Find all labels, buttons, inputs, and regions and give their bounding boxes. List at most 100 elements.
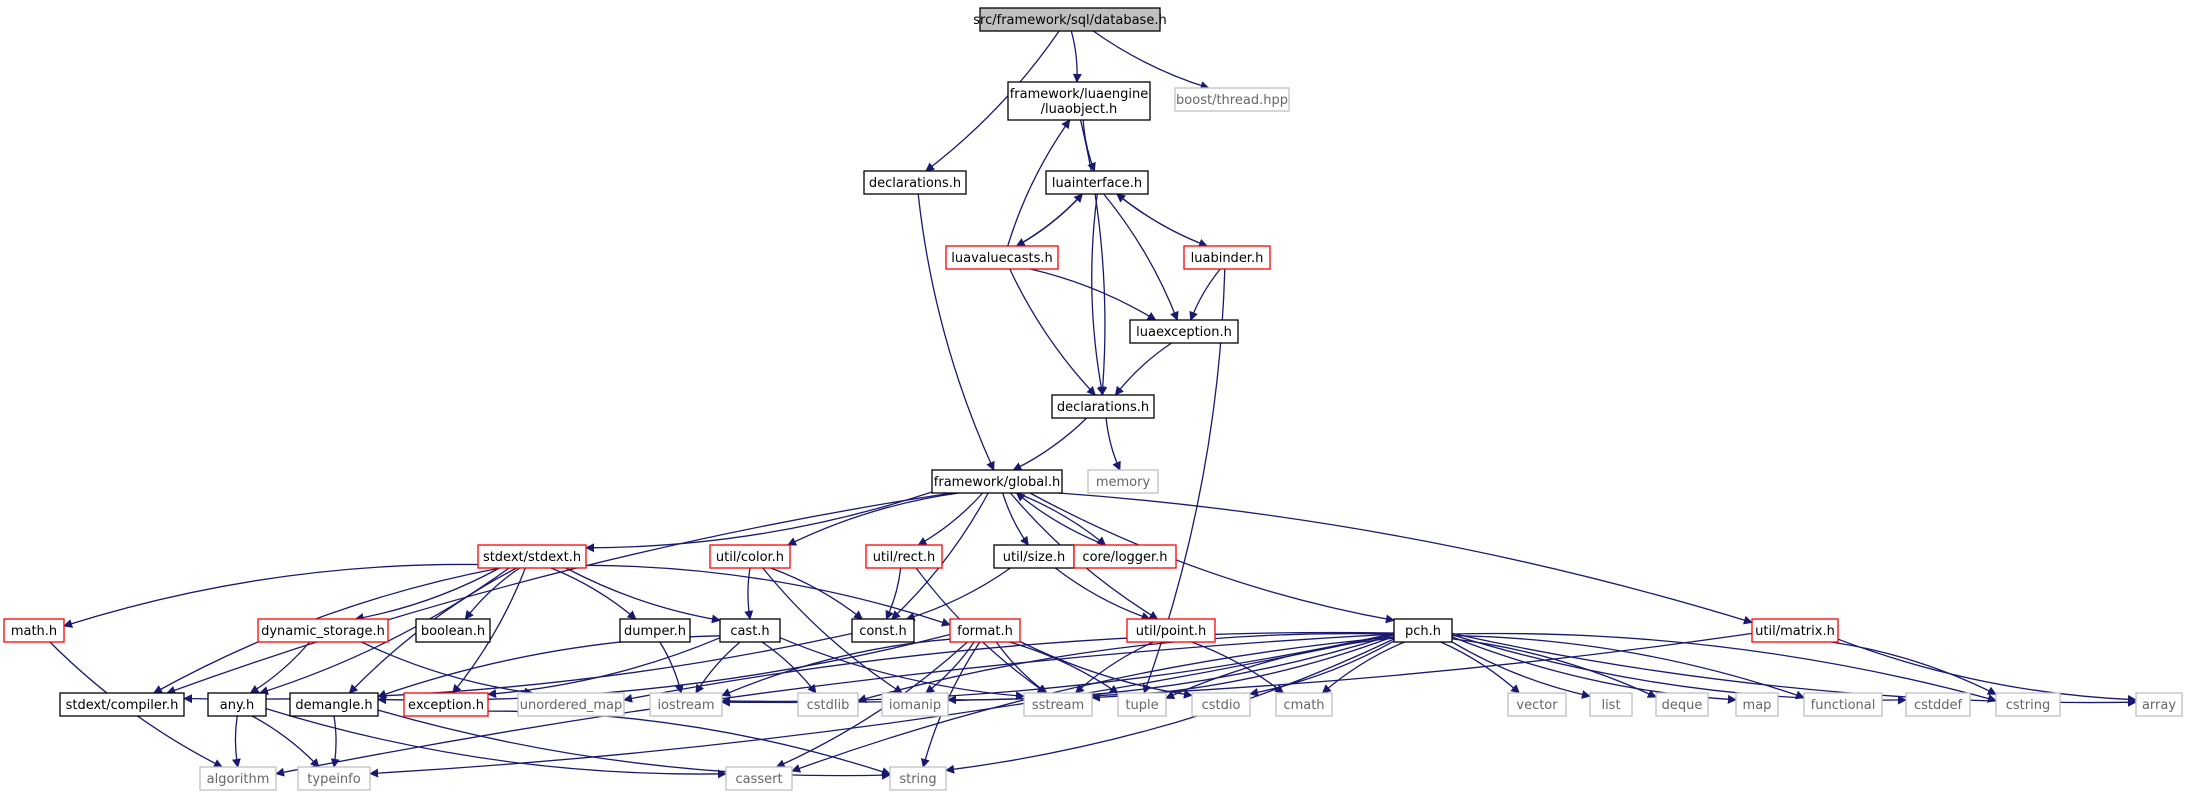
edge-global-to-pch [1029,492,1395,624]
node-decl1[interactable]: declarations.h [863,170,967,195]
node-database[interactable]: src/framework/sql/database.h [973,7,1167,32]
node-luaobject[interactable]: framework/luaengine/luaobject.h [1007,81,1151,121]
node-decl2[interactable]: declarations.h [1051,394,1155,419]
edge-pch-to-list [1451,641,1591,699]
node-label-unordered_map: unordered_map [520,698,623,713]
edge-pch-to-cstdio [1249,640,1395,697]
node-label-pch: pch.h [1405,624,1441,639]
node-box-dynstorage [257,618,389,643]
node-label-stdext: stdext/stdext.h [483,550,581,565]
edge-const-to-compiler [183,632,853,704]
node-math[interactable]: math.h [3,618,65,643]
node-cmath: cmath [1275,692,1333,717]
edge-pch-to-functional [1451,634,1805,700]
node-cstddef: cstddef [1905,692,1971,717]
node-label-any: any.h [220,698,254,713]
node-box-compiler [59,692,185,717]
edge-stdext-to-boolean [464,567,521,620]
node-label-matrix: util/matrix.h [1755,624,1835,639]
node-box-sstream [1023,692,1093,717]
node-label-cassert: cassert [735,772,782,787]
node-luaexception[interactable]: luaexception.h [1129,319,1239,344]
edge-pch-to-algorithm [275,633,1395,777]
node-luainterface[interactable]: luainterface.h [1045,170,1149,195]
node-box-color [709,544,791,569]
node-label-decl2: declarations.h [1057,400,1149,415]
node-cast[interactable]: cast.h [719,618,781,643]
node-deque: deque [1655,692,1709,717]
node-box-logger [1073,544,1177,569]
edge-demangle-to-string [377,709,891,780]
node-exception[interactable]: exception.h [403,692,489,717]
node-label-cstdio: cstdio [1202,698,1241,713]
node-label-iostream: iostream [657,698,714,713]
edge-global-to-const [891,492,989,620]
node-box-list [1589,692,1633,717]
node-size[interactable]: util/size.h [993,544,1075,569]
node-stdext[interactable]: stdext/stdext.h [477,544,587,569]
node-label-sstream: sstream [1032,698,1084,713]
edge-stdext-to-math [63,563,479,628]
node-label-dynstorage: dynamic_storage.h [261,624,385,639]
node-vector: vector [1507,692,1567,717]
node-box-luaobject [1007,81,1151,121]
node-format[interactable]: format.h [949,618,1021,643]
node-luabinder[interactable]: luabinder.h [1183,245,1271,270]
node-box-boolean [415,618,491,643]
node-box-tuple [1117,692,1167,717]
node-label-typeinfo: typeinfo [307,772,360,787]
node-pch[interactable]: pch.h [1393,618,1453,643]
node-label-global: framework/global.h [934,475,1060,490]
node-global[interactable]: framework/global.h [931,469,1063,494]
node-label-luavaluecasts: luavaluecasts.h [951,251,1052,266]
node-boolean[interactable]: boolean.h [415,618,491,643]
edge-luainterface-to-luabinder [1116,193,1208,248]
node-label-luainterface: luainterface.h [1052,176,1142,191]
node-compiler[interactable]: stdext/compiler.h [59,692,185,717]
node-point[interactable]: util/point.h [1126,618,1216,643]
node-box-pch [1393,618,1453,643]
node-logger[interactable]: core/logger.h [1073,544,1177,569]
edge-global-to-matrix [1058,492,1753,625]
node-any[interactable]: any.h [207,692,267,717]
node-rect[interactable]: util/rect.h [865,544,943,569]
node-box-iostream [649,692,723,717]
node-box-format [949,618,1021,643]
node-box-global [931,469,1063,494]
node-const[interactable]: const.h [851,618,915,643]
node-label-list: list [1601,698,1620,713]
edge-luavaluecasts-to-luaobject [1007,119,1071,247]
edge-luavaluecasts-to-decl2 [1009,268,1096,396]
node-algorithm: algorithm [199,766,277,791]
node-dumper[interactable]: dumper.h [619,618,691,643]
edge-format-to-sstream [995,641,1048,694]
node-array: array [2135,692,2183,717]
node-label-cast: cast.h [730,624,769,639]
node-matrix[interactable]: util/matrix.h [1751,618,1839,643]
edge-dynstorage-to-unordered_map [361,641,534,697]
edge-logger-to-global [1015,492,1106,546]
node-demangle[interactable]: demangle.h [289,692,379,717]
edge-pch-to-deque [1451,638,1657,698]
node-list: list [1589,692,1633,717]
edge-any-to-algorithm [231,715,241,768]
edge-decl2-to-global [1012,417,1088,471]
node-unordered_map: unordered_map [517,692,625,717]
node-box-luainterface [1045,170,1149,195]
node-luavaluecasts[interactable]: luavaluecasts.h [945,245,1059,270]
node-dynstorage[interactable]: dynamic_storage.h [257,618,389,643]
node-box-string [889,766,947,791]
node-label-rect: util/rect.h [873,550,936,565]
node-box-cstdio [1191,692,1251,717]
node-color[interactable]: util/color.h [709,544,791,569]
edge-format-to-tuple [1009,641,1119,694]
node-box-any [207,692,267,717]
node-box-math [3,618,65,643]
node-label-format: format.h [957,624,1013,639]
node-box-cmath [1275,692,1333,717]
node-sstream: sstream [1023,692,1093,717]
edge-pch-to-cstddef [1451,634,1907,705]
node-box-boostthread [1174,87,1290,112]
node-cstdio: cstdio [1191,692,1251,717]
edge-matrix-to-array [1837,638,2137,704]
